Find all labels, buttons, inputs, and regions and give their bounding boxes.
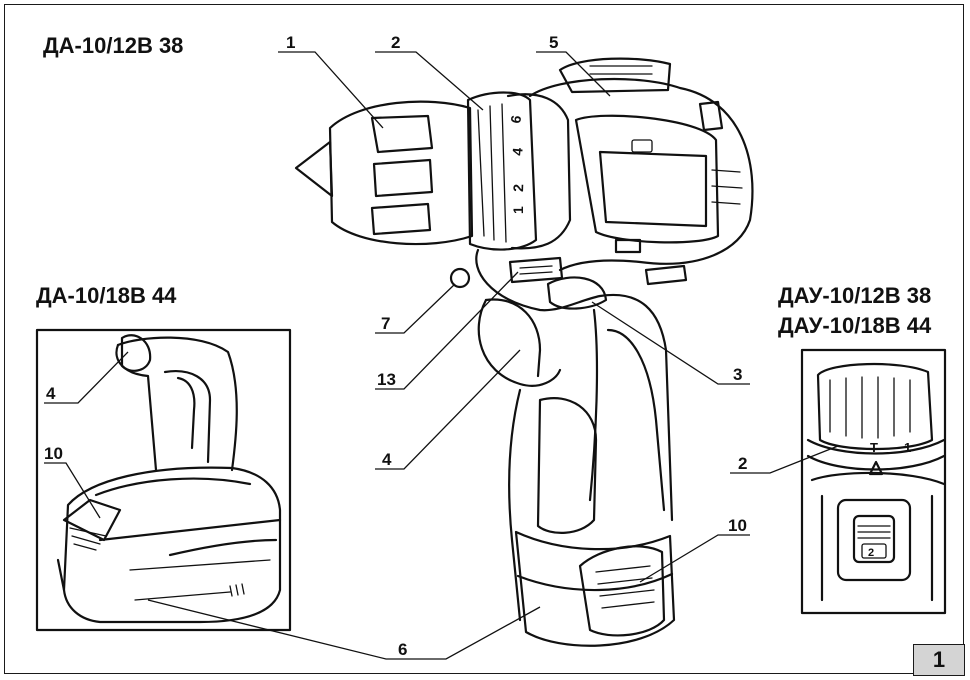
figure-frame [4,4,964,674]
callout-inset-torque-collar: 2 [738,454,748,473]
inset-left-drawing [35,328,292,632]
callout-battery: 6 [398,640,408,659]
torque-scale-inset: T 1 2 [868,440,911,559]
callout-top-switch: 5 [549,33,559,52]
torque-mark: 2 [510,184,526,193]
figure-number-badge: 1 [913,644,965,676]
torque-mark: 1 [904,440,911,455]
callout-port: 7 [381,314,391,333]
torque-mark: T [870,440,878,455]
callout-direction-switch: 3 [733,365,743,384]
inset-right-drawing [800,348,947,615]
mode-selector-label: 2 [868,547,874,559]
model-title-inset-left: ДА-10/18В 44 [36,283,177,308]
main-drill-drawing [294,57,754,647]
callout-led-indicator: 13 [377,370,396,389]
callout-trigger: 4 [382,450,392,469]
model-title-main: ДА-10/12В 38 [43,33,184,58]
callout-inset-trigger: 4 [46,384,56,403]
torque-mark: 1 [510,206,526,214]
torque-mark: 6 [507,114,524,125]
model-title-inset-right-1: ДАУ-10/12В 38 [778,283,932,308]
callout-chuck: 1 [286,33,296,52]
leader-lines [44,51,839,660]
torque-scale-main: 6 4 2 1 [507,114,526,214]
callout-battery-latch: 10 [728,516,747,535]
torque-mark: 4 [509,147,526,156]
callout-inset-battery-latch: 10 [44,444,63,463]
model-title-inset-right-2: ДАУ-10/18В 44 [778,313,932,338]
callout-torque-collar: 2 [391,33,401,52]
